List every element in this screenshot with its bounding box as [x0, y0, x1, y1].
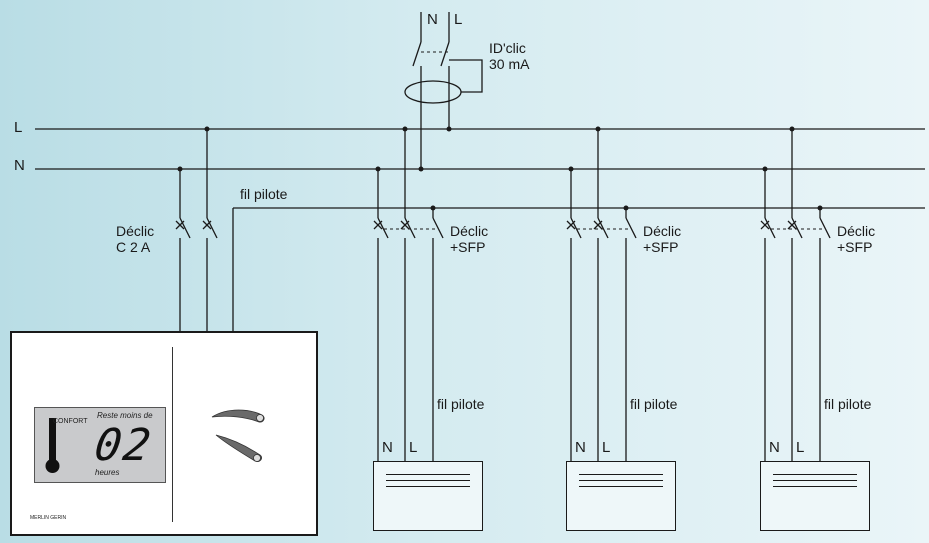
thermostat-unit: CONFORT Reste moins de 02 heures MERLIN … — [10, 331, 318, 536]
lcd-unit: heures — [95, 468, 120, 477]
lcd-digits: 02 — [91, 420, 156, 471]
heater-1-pilot-label: fil pilote — [437, 396, 485, 412]
pilot-wire-label: fil pilote — [240, 186, 288, 202]
heater-2-n-label: N — [575, 439, 586, 456]
heater-2 — [566, 461, 676, 531]
heater-3 — [760, 461, 870, 531]
rcd-torus — [404, 80, 462, 104]
heater-1 — [373, 461, 483, 531]
supply-phase-label: L — [454, 11, 463, 28]
rcd-rating-label: 30 mA — [489, 56, 530, 72]
supply-neutral-label: N — [427, 11, 438, 28]
phase-bus-label: L — [14, 119, 23, 136]
heater-1-n-label: N — [382, 439, 393, 456]
lcd-message: Reste moins de — [97, 411, 153, 420]
heater-2-pilot-label: fil pilote — [630, 396, 678, 412]
breaker-3-label-2: +SFP — [837, 239, 873, 255]
thermometer-icon — [45, 418, 60, 473]
lcd-mode-label: CONFORT — [53, 418, 88, 425]
heater-3-n-label: N — [769, 439, 780, 456]
heater-3-pilot-label: fil pilote — [824, 396, 872, 412]
breaker-1-label-1: Déclic — [450, 223, 489, 239]
breaker-1-label-2: +SFP — [450, 239, 486, 255]
neutral-bus-label: N — [14, 157, 25, 174]
breaker-3-label-1: Déclic — [837, 223, 876, 239]
rcd-name-label: ID'clic — [489, 40, 526, 56]
breaker-main-label-2: C 2 A — [116, 239, 151, 255]
breaker-main-label-1: Déclic — [116, 223, 155, 239]
heater-1-l-label: L — [409, 439, 418, 456]
thermostat-lcd: CONFORT Reste moins de 02 heures — [34, 407, 166, 483]
heater-2-l-label: L — [602, 439, 611, 456]
heater-3-l-label: L — [796, 439, 805, 456]
breaker-2-label-2: +SFP — [643, 239, 679, 255]
brand-logo-text: MERLIN GERIN — [30, 515, 67, 521]
thermostat-divider — [172, 347, 173, 522]
breaker-2-label-1: Déclic — [643, 223, 682, 239]
dial-hands-icon — [211, 409, 265, 462]
